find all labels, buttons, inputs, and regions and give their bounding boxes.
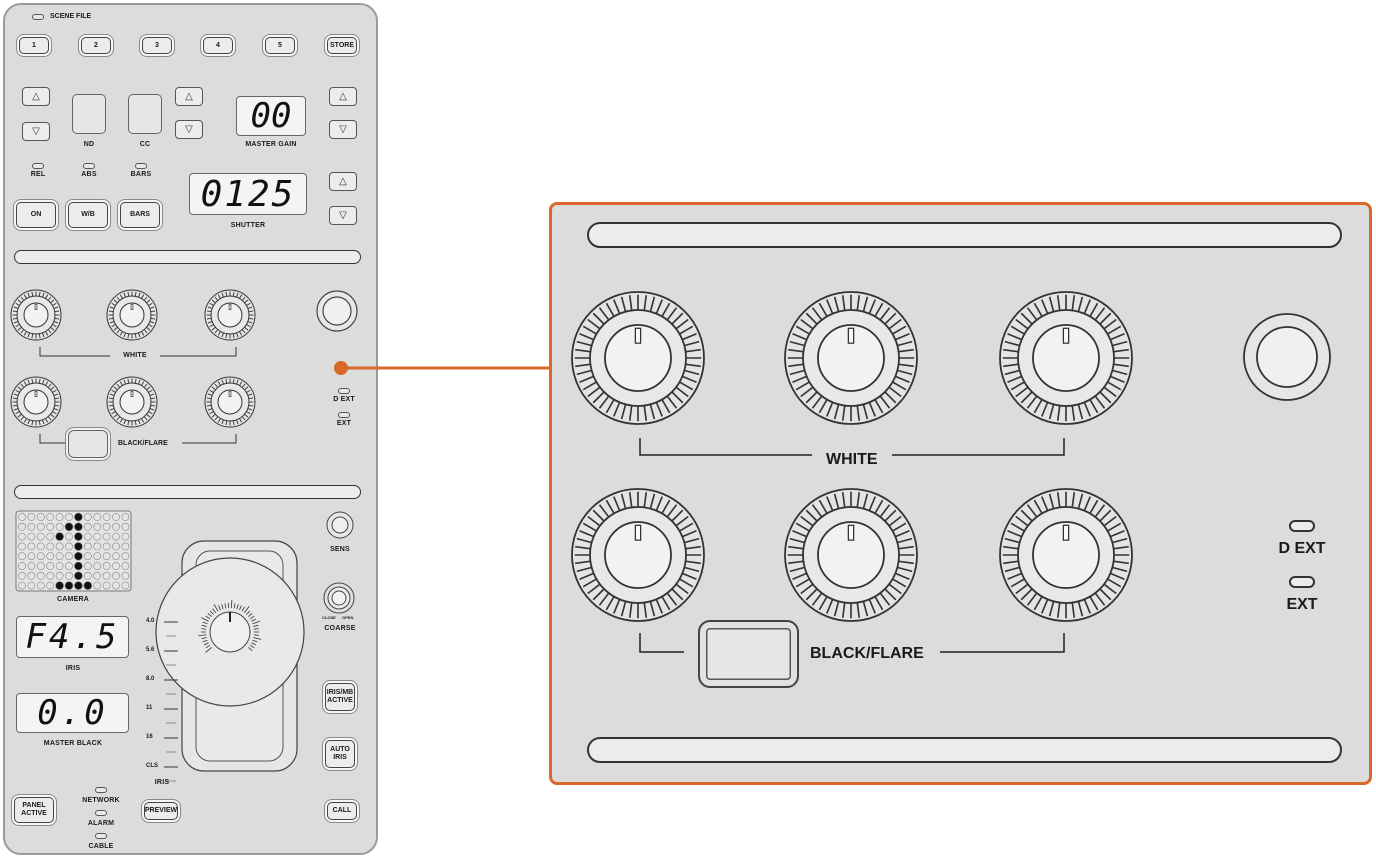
zoom-white-knob-blue[interactable] [1000,292,1132,424]
zoom-black-knob-red[interactable] [572,489,704,621]
zoom-white-knob-green[interactable] [785,292,917,424]
zoom-white-knob-red[interactable] [572,292,704,424]
zoom-black-flare-button[interactable] [698,620,799,688]
zoom-black-bracket-left [640,633,684,652]
zoom-white-label: WHITE [826,451,878,469]
zoom-white-bracket-left [640,438,812,455]
zoom-black-flare-label: BLACK/FLARE [810,645,924,663]
zoom-black-knob-blue[interactable] [1000,489,1132,621]
zoom-d-ext-label: D EXT [1278,540,1325,558]
zoom-black-bracket-right [940,633,1064,652]
zoom-ext-led [1289,576,1315,588]
zoom-master-knob[interactable] [1257,327,1317,387]
zoom-d-ext-led [1289,520,1315,532]
zoom-black-knob-green[interactable] [785,489,917,621]
zoom-white-bracket-right [892,438,1064,455]
zoom-ext-label: EXT [1286,596,1317,614]
